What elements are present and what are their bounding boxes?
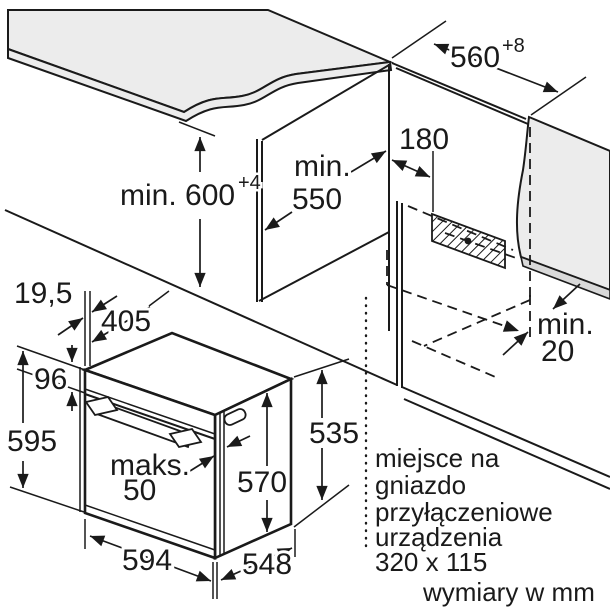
oven-door-handle	[84, 395, 203, 449]
plinth-line	[4, 209, 610, 490]
dim-niche-depth: 550	[292, 183, 342, 216]
dim-socket-offset: 180	[399, 123, 449, 156]
dim-niche-height: min. 600	[120, 179, 235, 212]
dim-group-oven-width: 594	[84, 519, 218, 599]
dim-door-protrusion-prefix: maks.	[110, 449, 190, 482]
worktop-front-edge	[7, 47, 393, 123]
dim-group-niche-width: 560 +8	[391, 20, 587, 116]
dim-group-casing-height-front: 570	[234, 393, 290, 532]
dim-group-oven-height: 595	[4, 351, 85, 513]
dim-group-niche-height: min. 600 +4	[117, 121, 263, 287]
dim-group-panel-height: 96	[16, 345, 86, 411]
dim-group-oven-depth: 548	[220, 529, 296, 584]
dim-rear-gap: 20	[541, 335, 574, 368]
dim-group-socket-offset: 180	[391, 120, 452, 178]
dim-niche-depth-prefix: min.	[294, 150, 351, 183]
oven-side-grip	[223, 408, 247, 426]
dim-oven-width: 594	[122, 544, 172, 577]
wall-face	[515, 115, 610, 292]
dim-panel-height: 96	[34, 363, 67, 396]
dim-front-frame: 19,5	[14, 277, 72, 310]
tall-cabinet-wall	[515, 115, 610, 300]
dim-group-niche-depth: min. 550	[264, 147, 387, 231]
dim-casing-height-rear: 535	[309, 417, 359, 450]
dim-oven-height: 595	[7, 425, 57, 458]
dim-niche-width-tolerance: +8	[502, 35, 525, 57]
dim-niche-width: 560	[450, 41, 500, 74]
divider-panel	[396, 201, 403, 388]
dim-group-casing-height-rear: 535	[293, 358, 362, 528]
oven-door-edge-lines	[219, 410, 225, 556]
dim-door-protrusion: 50	[123, 474, 156, 507]
oven	[79, 331, 295, 561]
note-line: gniazdo	[375, 470, 466, 500]
note-line: przyłączeniowe	[375, 497, 553, 527]
dim-rear-gap-prefix: min.	[537, 308, 594, 341]
dim-group-door-protrusion: maks. 50	[107, 435, 251, 510]
dim-group-rear-gap: min. 20	[502, 283, 597, 371]
worktop-top-surface	[7, 9, 394, 114]
socket-area	[431, 151, 506, 270]
dim-group-top-depth: 405	[91, 290, 170, 343]
socket-marker-dot	[464, 237, 472, 245]
dim-top-depth: 405	[101, 305, 151, 338]
note-socket-location: miejsce na gniazdo przyłączeniowe urządz…	[375, 443, 553, 577]
note-line: 320 x 115	[375, 547, 487, 577]
cabinet-side-panel	[256, 64, 390, 302]
note-line: urządzenia	[375, 522, 503, 552]
footer-units-label: wymiary w mm	[422, 577, 595, 607]
dim-casing-height-front: 570	[237, 466, 287, 499]
dim-niche-height-tolerance: +4	[238, 172, 261, 194]
dim-oven-depth: 548	[242, 548, 292, 581]
note-line: miejsce na	[375, 443, 500, 473]
wall-skirting	[519, 255, 610, 300]
worktop	[7, 9, 394, 123]
hidden-edge-lines	[386, 127, 531, 380]
